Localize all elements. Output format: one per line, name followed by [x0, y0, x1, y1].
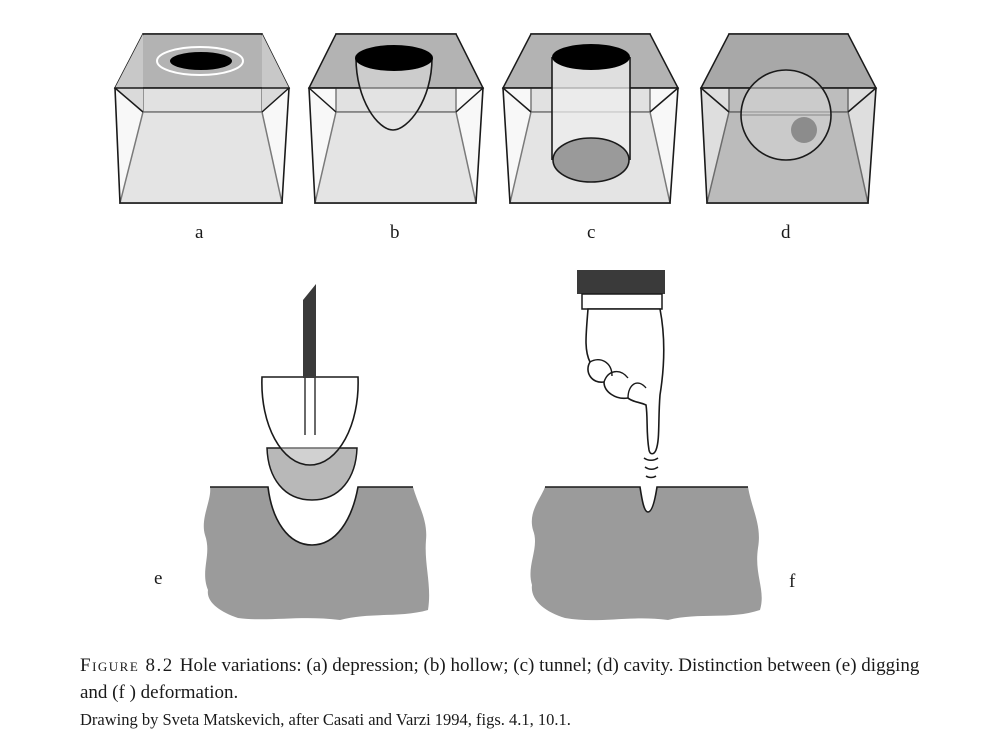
box-right-face [262, 34, 289, 112]
hollow-bowl [355, 57, 433, 131]
depression-rim [156, 46, 244, 76]
panel-label-a: a [195, 222, 204, 243]
finger-knuckle-2 [603, 371, 629, 383]
panel-label-c: c [587, 222, 595, 243]
panel-f-deformation: f [530, 270, 796, 621]
panel-c-tunnel: c [501, 33, 680, 243]
panel-label-b: b [390, 222, 400, 243]
ground-surface-line [210, 486, 413, 546]
ground-block-with-dent [530, 487, 762, 621]
motion-mark [643, 457, 659, 461]
motion-mark [644, 466, 659, 470]
finger-knuckle-3 [627, 382, 647, 399]
panel-d-cavity: d [699, 33, 878, 243]
box-left-face [115, 34, 143, 112]
ground-surface-line [545, 486, 748, 513]
panel-label-d: d [781, 222, 791, 243]
shovel-blade [261, 376, 359, 466]
pointing-hand [585, 308, 665, 455]
panel-b-hollow: b [307, 33, 485, 243]
ground-block-with-dug-hole [203, 487, 430, 620]
panel-label-f: f [789, 571, 796, 592]
shirt-cuff [581, 293, 663, 310]
panel-e-digging: e [154, 284, 430, 620]
removed-earth-scoop [266, 447, 358, 501]
cavity-object [791, 117, 817, 143]
panel-label-e: e [154, 568, 162, 589]
panel-a-depression: a [113, 33, 291, 243]
tunnel-top-opening [552, 44, 630, 70]
sleeve-cuff [577, 270, 665, 294]
caption-text: Hole variations: (a) depression; (b) hol… [80, 655, 920, 703]
figure-number: Figure 8.2 [80, 655, 174, 676]
motion-mark [645, 475, 657, 479]
shovel-handle [303, 284, 316, 378]
figure-credit: Drawing by Sveta Matskevich, after Casat… [80, 710, 571, 729]
hollow-opening [355, 45, 433, 71]
depression-hole [170, 52, 232, 70]
tunnel-bottom-exit [552, 137, 630, 183]
box-front-face [114, 87, 290, 204]
